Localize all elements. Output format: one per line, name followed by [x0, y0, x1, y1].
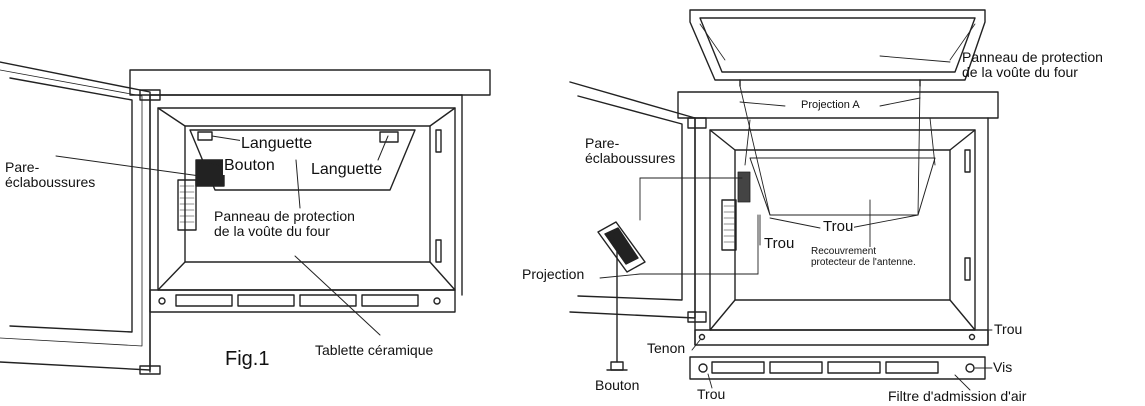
- fig2-label-pare-eclaboussures: Pare- éclaboussures: [585, 135, 676, 166]
- fig2-label-bouton: Bouton: [595, 377, 640, 393]
- fig1-label-panneau: Panneau de protection de la voûte du fou…: [213, 208, 356, 239]
- fig2-label-projection-a: Projection A: [800, 99, 861, 112]
- fig2-label-recouvrement: Recouvrement protecteur de l'antenne.: [810, 246, 917, 268]
- fig1-label-pare-eclaboussures: Pare- éclaboussures: [5, 159, 96, 190]
- fig1-label-languette-top: Languette: [240, 135, 314, 153]
- fig1-label-languette-right: Languette: [310, 161, 384, 179]
- fig1-caption: Fig.1: [225, 348, 270, 370]
- fig1-label-tablette: Tablette céramique: [315, 342, 434, 358]
- fig2-oven: [569, 9, 999, 391]
- fig2-label-trou-left: Trou: [763, 235, 796, 252]
- fig2-label-trou-center: Trou: [822, 218, 855, 235]
- fig1-label-bouton: Bouton: [223, 157, 276, 175]
- fig2-label-tenon: Tenon: [647, 340, 686, 356]
- fig2-label-filtre: Filtre d'admission d'air: [888, 388, 1027, 404]
- fig2-label-trou-right: Trou: [994, 321, 1023, 337]
- fig2-label-projection: Projection: [522, 266, 585, 282]
- fig2-label-trou-bottom: Trou: [697, 386, 726, 402]
- fig2-label-panneau: Panneau de protection de la voûte du fou…: [962, 49, 1103, 80]
- fig2-label-vis: Vis: [993, 359, 1013, 375]
- fig1-oven: [0, 61, 491, 375]
